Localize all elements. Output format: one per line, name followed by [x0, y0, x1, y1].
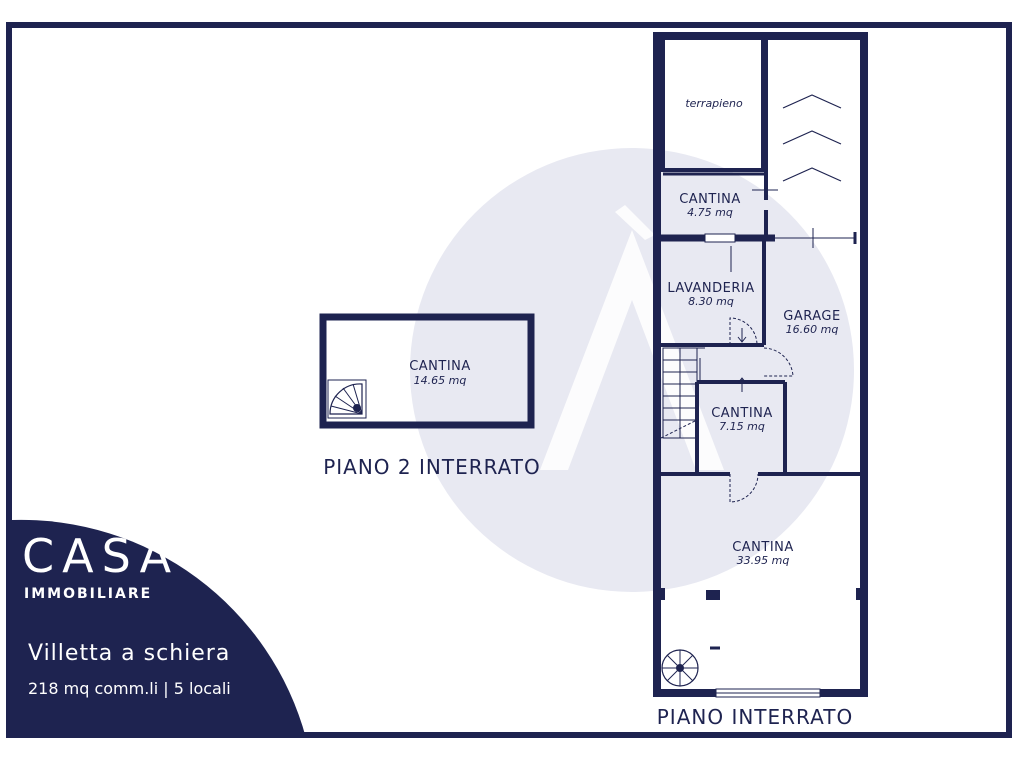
property-type: Villetta a schiera: [28, 641, 230, 666]
garage-door-track: [775, 228, 857, 248]
floor-b1-title: PIANO INTERRATO: [657, 705, 853, 729]
cantina-big-area: 33.95 mq: [737, 554, 790, 567]
garage-name: GARAGE: [783, 309, 840, 324]
brand-badge: CASÀ IMMOBILIARE Villetta a schiera 218 …: [12, 519, 306, 738]
outer-frame: [6, 22, 1012, 738]
spiral-stair-icon: [661, 649, 699, 687]
cantina-mid-area: 7.15 mq: [719, 420, 765, 433]
door-swing-small: [752, 180, 778, 200]
b2-cantina-walls: [319, 313, 535, 429]
cantina-mid-name: CANTINA: [711, 406, 773, 421]
garage-door: [763, 347, 794, 377]
cantina-big-door: [729, 473, 759, 503]
wall-stub-right: [856, 588, 864, 600]
floor-b2-plan: CANTINA 14.65 mq PIANO 2 INTERRATO: [319, 313, 541, 479]
ramp-chevron-icon: [782, 94, 842, 182]
property-details: 218 mq comm.li | 5 locali: [28, 679, 231, 698]
brand-name: CASÀ: [22, 529, 179, 583]
brand-subtitle: IMMOBILIARE: [24, 586, 152, 602]
lavanderia-name: LAVANDERIA: [667, 281, 754, 296]
pillar: [706, 590, 720, 600]
cantina-small-area: 4.75 mq: [687, 206, 733, 219]
spiral-stair-icon: [327, 379, 367, 419]
lavanderia-area: 8.30 mq: [688, 295, 734, 308]
window-lavanderia: [704, 233, 736, 243]
brand-circle: [12, 519, 306, 738]
floor-b2-title: PIANO 2 INTERRATO: [323, 455, 541, 479]
garage-area: 16.60 mq: [786, 323, 839, 336]
watermark-logo: [410, 148, 854, 592]
b2-cantina-name: CANTINA: [409, 359, 471, 374]
terrapieno-label: terrapieno: [685, 97, 743, 110]
arrow-down-icon: [737, 328, 747, 343]
wall-stub-left: [657, 588, 665, 600]
terrapieno-area: [661, 34, 765, 172]
cantina-big-name: CANTINA: [732, 540, 794, 555]
arrow-up-icon: [737, 377, 747, 392]
floor-b1-plan: terrapieno CANTINA 4.75 mq: [653, 32, 868, 729]
lavanderia-door: [729, 317, 758, 346]
cantina-small-name: CANTINA: [679, 192, 741, 207]
b2-cantina-area: 14.65 mq: [414, 374, 467, 387]
